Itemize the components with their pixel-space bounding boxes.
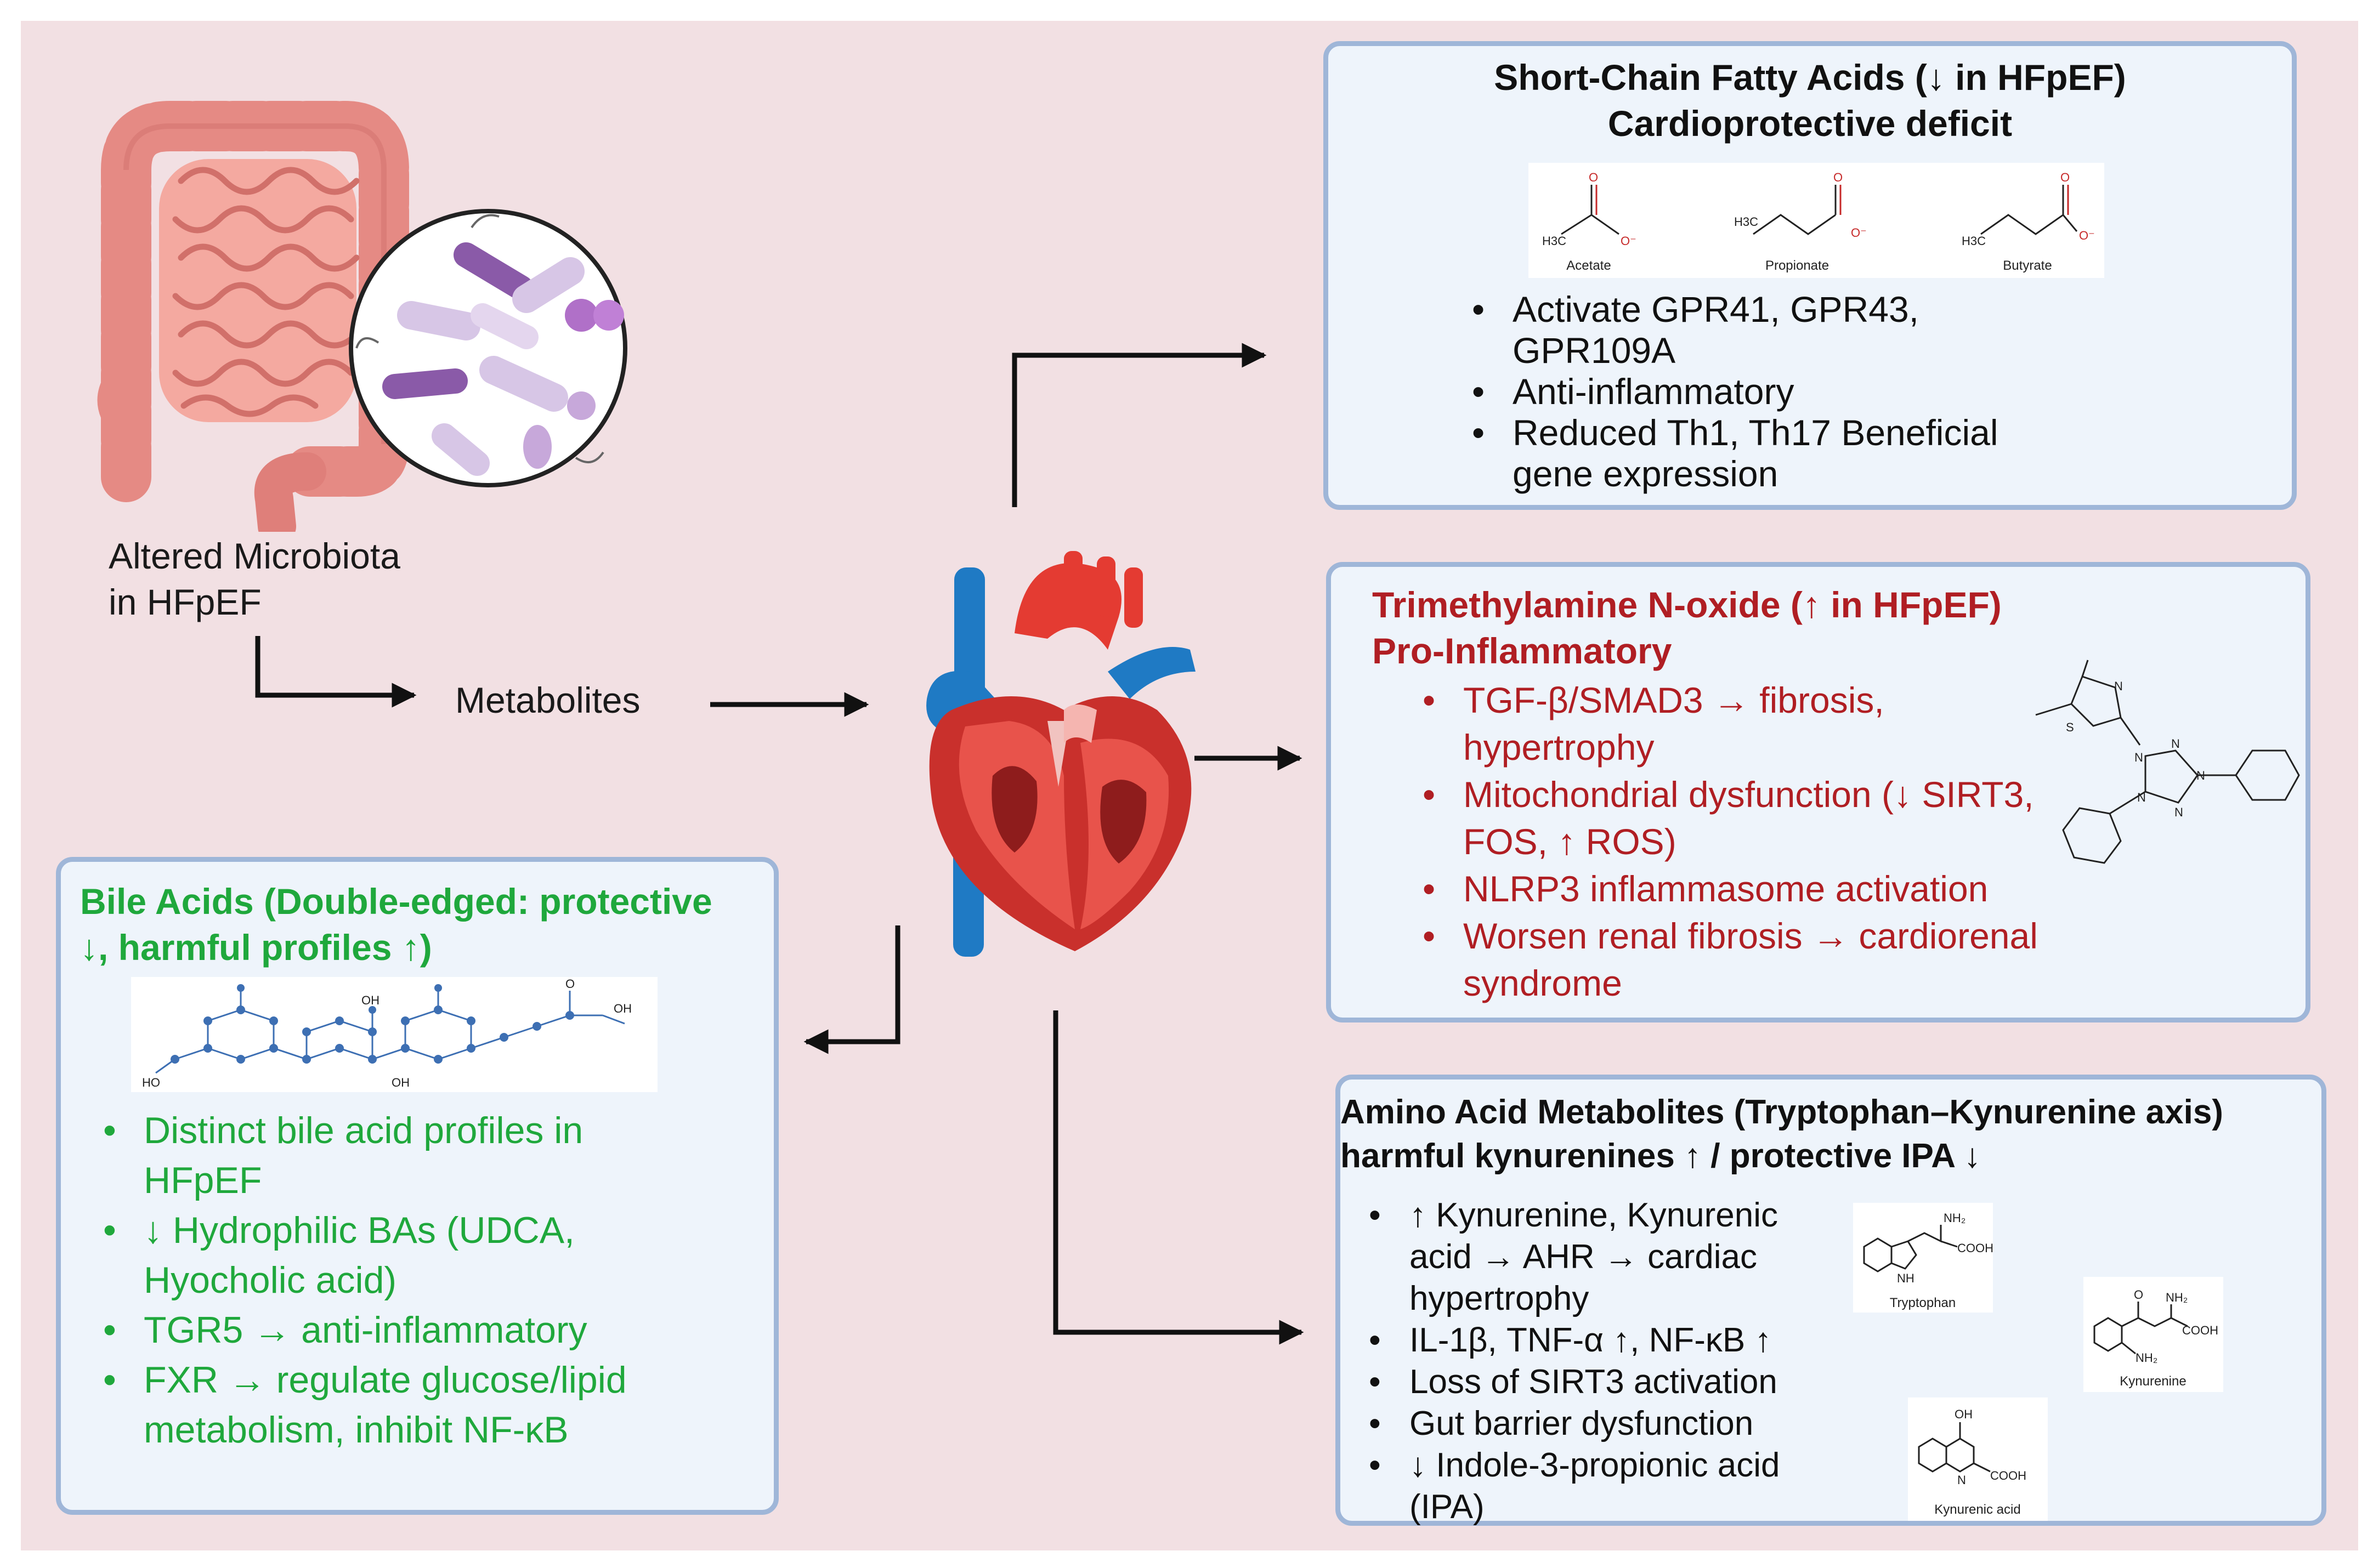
kynurenine-structure-image: O NH₂ COOH NH₂ Kynurenine xyxy=(2083,1277,2223,1392)
tmao-title-line-2: Pro-Inflammatory xyxy=(1372,630,1672,671)
bile-bullet: ↓ Hydrophilic BAs (UDCA, Hyocholic acid) xyxy=(91,1206,639,1305)
arrow-heart-to-bile xyxy=(803,925,900,1054)
bile-panel: Bile Acids (Double-edged: protective ↓, … xyxy=(56,857,779,1515)
bile-bullet-list: Distinct bile acid profiles in HFpEF ↓ H… xyxy=(91,1106,639,1455)
microbiota-label-line-1: Altered Microbiota xyxy=(109,536,400,576)
amino-title-line-1: Amino Acid Metabolites (Tryptophan–Kynur… xyxy=(1340,1093,2223,1131)
amino-panel: Amino Acid Metabolites (Tryptophan–Kynur… xyxy=(1335,1075,2326,1526)
bile-atom-label: OH xyxy=(614,1002,632,1015)
svg-text:O: O xyxy=(2060,171,2070,184)
bile-title-line-2: ↓, harmful profiles ↑) xyxy=(80,927,432,968)
tmao-atom-label: N xyxy=(2174,805,2183,819)
tmao-atom-label: N xyxy=(2196,769,2205,782)
kyna-atom-label: COOH xyxy=(1990,1469,2026,1482)
tmao-structure-image: N S N N N N N xyxy=(2035,660,2300,864)
amino-bullet: ↑ Kynurenine, Kynurenic acid → AHR → car… xyxy=(1357,1195,1806,1320)
tmao-bullet: NLRP3 inflammasome activation xyxy=(1411,865,2058,912)
structure-label-tryptophan: Tryptophan xyxy=(1890,1296,1956,1310)
kyna-atom-label: OH xyxy=(1955,1407,1973,1421)
kynurenic-acid-structure-image: OH N COOH Kynurenic acid xyxy=(1908,1397,2048,1521)
amino-title-line-2: harmful kynurenines ↑ / protective IPA ↓ xyxy=(1340,1137,1981,1175)
kyn-atom-label: NH₂ xyxy=(2166,1291,2188,1304)
svg-text:H3C: H3C xyxy=(1962,234,1986,248)
structure-label-propionate: Propionate xyxy=(1765,258,1829,273)
scfa-panel: Short-Chain Fatty Acids (↓ in HFpEF) Car… xyxy=(1323,41,2297,510)
trp-atom-label: COOH xyxy=(1957,1241,1993,1255)
svg-text:O: O xyxy=(1589,171,1598,184)
arrow-heart-to-scfa xyxy=(1012,343,1267,507)
svg-text:H3C: H3C xyxy=(1542,234,1566,248)
kyn-atom-label: O xyxy=(2134,1288,2143,1302)
amino-title: Amino Acid Metabolites (Tryptophan–Kynur… xyxy=(1340,1090,2223,1178)
bile-atom-label: OH xyxy=(392,1076,410,1089)
kyn-atom-label: COOH xyxy=(2182,1323,2218,1337)
tmao-bullet: TGF-β/SMAD3 → fibrosis, hypertrophy xyxy=(1411,677,2058,771)
bile-title-line-1: Bile Acids (Double-edged: protective xyxy=(80,881,712,922)
tmao-bullet: Mitochondrial dysfunction (↓ SIRT3, FOS,… xyxy=(1411,771,2058,865)
structure-label-kynurenine: Kynurenine xyxy=(2120,1374,2186,1389)
bile-title: Bile Acids (Double-edged: protective ↓, … xyxy=(80,878,712,970)
scfa-bullet: Anti-inflammatory xyxy=(1460,371,2008,412)
tmao-title: Trimethylamine N-oxide (↑ in HFpEF) Pro-… xyxy=(1372,582,2002,674)
tmao-bullet-list: TGF-β/SMAD3 → fibrosis, hypertrophy Mito… xyxy=(1411,677,2058,1007)
structure-label-butyrate: Butyrate xyxy=(2003,258,2052,273)
svg-text:O: O xyxy=(1833,171,1843,184)
arrow-microbiota-to-metabolites xyxy=(255,636,417,708)
bile-acid-structure-image: OH O OH HO OH xyxy=(131,977,658,1092)
tmao-atom-label: N xyxy=(2137,791,2146,804)
tryptophan-structure-image: NH₂ COOH NH Tryptophan xyxy=(1853,1203,1993,1313)
tmao-atom-label: N xyxy=(2134,751,2143,764)
scfa-title-line-2: Cardioprotective deficit xyxy=(1607,103,2013,144)
bile-bullet: TGR5 → anti-inflammatory xyxy=(91,1305,639,1355)
scfa-bullet: Reduced Th1, Th17 Beneficial gene expres… xyxy=(1460,412,2008,495)
tmao-bullet: Worsen renal fibrosis → cardiorenal synd… xyxy=(1411,912,2058,1007)
tmao-atom-label: S xyxy=(2066,720,2074,734)
amino-bullet: ↓ Indole-3-propionic acid (IPA) xyxy=(1357,1445,1806,1528)
amino-bullet-list: ↑ Kynurenine, Kynurenic acid → AHR → car… xyxy=(1357,1195,1806,1528)
heart-icon xyxy=(926,551,1196,957)
kyn-atom-label: NH₂ xyxy=(2136,1351,2157,1365)
tmao-atom-label: N xyxy=(2114,679,2123,693)
tmao-panel: Trimethylamine N-oxide (↑ in HFpEF) Pro-… xyxy=(1326,562,2310,1022)
amino-bullet: Gut barrier dysfunction xyxy=(1357,1403,1806,1445)
bile-bullet: FXR → regulate glucose/lipid metabolism,… xyxy=(91,1355,639,1455)
scfa-title: Short-Chain Fatty Acids (↓ in HFpEF) Car… xyxy=(1328,54,2292,146)
svg-text:O⁻: O⁻ xyxy=(1851,226,1867,240)
bacteria-magnifier-icon xyxy=(349,209,627,487)
svg-text:O⁻: O⁻ xyxy=(2079,229,2095,242)
tmao-atom-label: N xyxy=(2171,737,2180,751)
scfa-bullet: Activate GPR41, GPR43, GPR109A xyxy=(1460,289,2008,371)
kyna-atom-label: N xyxy=(1957,1473,1966,1487)
microbiota-label-line-2: in HFpEF xyxy=(109,582,262,622)
metabolites-label: Metabolites xyxy=(455,680,641,720)
structure-label-kynurenic-acid: Kynurenic acid xyxy=(1934,1502,2020,1517)
bile-atom-label: O xyxy=(565,977,575,991)
bile-atom-label: HO xyxy=(142,1076,160,1089)
arrow-heart-to-amino xyxy=(1053,1010,1304,1345)
svg-text:H3C: H3C xyxy=(1734,215,1758,229)
scfa-title-line-1: Short-Chain Fatty Acids (↓ in HFpEF) xyxy=(1494,57,2126,98)
bile-bullet: Distinct bile acid profiles in HFpEF xyxy=(91,1106,639,1206)
svg-text:O⁻: O⁻ xyxy=(1621,234,1636,248)
bile-atom-label: OH xyxy=(361,993,379,1007)
intestine-icon xyxy=(97,101,409,532)
scfa-bullet-list: Activate GPR41, GPR43, GPR109A Anti-infl… xyxy=(1460,289,2008,495)
microbiota-label: Altered Microbiota in HFpEF xyxy=(109,533,400,625)
trp-atom-label: NH xyxy=(1897,1271,1914,1285)
amino-bullet: Loss of SIRT3 activation xyxy=(1357,1361,1806,1403)
amino-bullet: IL-1β, TNF-α ↑, NF-κB ↑ xyxy=(1357,1320,1806,1361)
structure-label-acetate: Acetate xyxy=(1566,258,1611,273)
trp-atom-label: NH₂ xyxy=(1944,1211,1965,1225)
tmao-title-line-1: Trimethylamine N-oxide (↑ in HFpEF) xyxy=(1372,584,2002,625)
